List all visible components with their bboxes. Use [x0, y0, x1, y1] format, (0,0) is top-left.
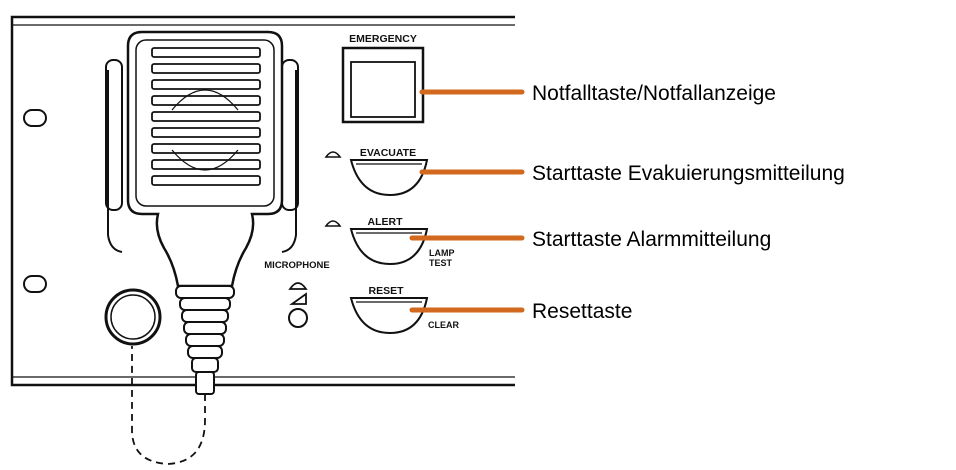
alert-indicator-lamp	[324, 220, 342, 227]
front-panel	[10, 15, 515, 387]
reset-button[interactable]	[349, 297, 429, 335]
microphone-cable	[131, 346, 206, 465]
callout-emergency: Notfalltaste/Notfallanzeige	[532, 82, 776, 105]
clear-label: CLEAR	[428, 320, 459, 330]
evacuate-indicator-lamp	[324, 151, 342, 158]
callout-reset: Resettaste	[532, 300, 632, 323]
microphone-socket	[104, 288, 162, 346]
callout-evacuate: Starttaste Evakuierungsmitteilung	[532, 162, 845, 185]
test-label: TEST	[429, 258, 453, 268]
reset-label: RESET	[368, 285, 404, 297]
microphone-label: MICROPHONE	[264, 260, 329, 271]
microphone-indicator-lamp	[288, 282, 308, 290]
cable-strain-relief	[175, 285, 235, 395]
microphone-grille	[151, 47, 261, 186]
callout-leader-lines	[409, 89, 525, 313]
alert-button[interactable]	[349, 228, 429, 266]
callout-alert: Starttaste Alarmmitteilung	[532, 228, 771, 251]
lamp-label: LAMP	[429, 248, 455, 258]
emergency-button[interactable]	[341, 46, 425, 124]
evacuate-button[interactable]	[349, 159, 429, 197]
volume-triangle-icon	[289, 292, 307, 305]
emergency-label: EMERGENCY	[349, 33, 417, 45]
alert-label: ALERT	[368, 216, 404, 228]
mounting-slot	[23, 275, 47, 293]
mounting-slot	[23, 109, 47, 127]
evacuate-label: EVACUATE	[360, 147, 416, 159]
microphone-volume-knob[interactable]	[288, 308, 308, 328]
